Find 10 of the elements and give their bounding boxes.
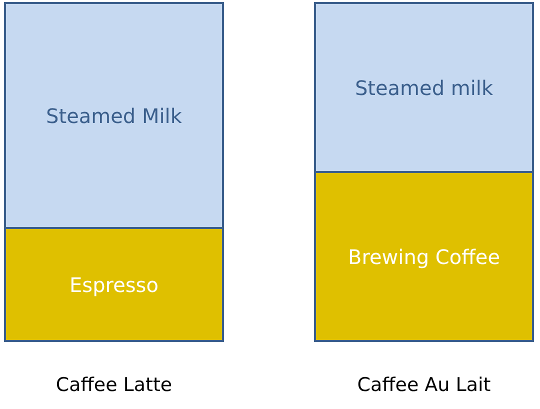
layer-band xyxy=(6,4,222,227)
layer-label: Steamed Milk xyxy=(46,104,182,128)
layer-label: Espresso xyxy=(70,272,158,296)
layer-band xyxy=(316,4,532,171)
cup-caption: Caffee Latte xyxy=(56,374,172,396)
layer-band xyxy=(6,227,222,340)
layer-label: Steamed milk xyxy=(354,76,494,100)
cup-caption: Caffee Au Lait xyxy=(357,374,491,396)
layer-label: Brewing Coffee xyxy=(348,244,500,268)
layer-band xyxy=(316,171,532,340)
